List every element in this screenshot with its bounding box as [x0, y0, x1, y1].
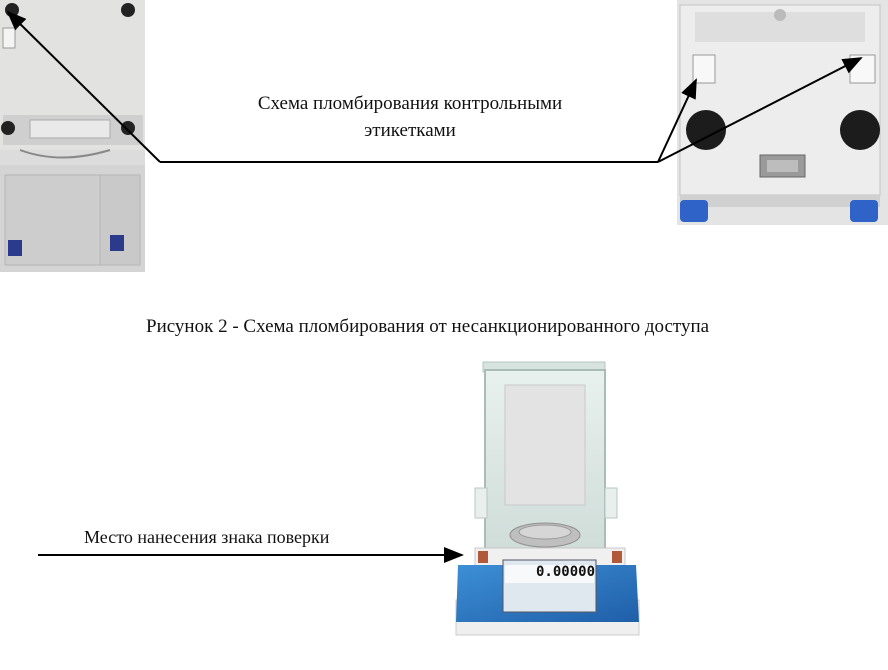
analytical-balance-photo	[455, 361, 640, 636]
seal-scheme-label: Схема пломбирования контрольными этикетк…	[160, 90, 660, 144]
verification-mark-label: Место нанесения знака поверки	[84, 527, 330, 547]
seal-arrows	[6, 10, 863, 163]
balance-rear-photo	[677, 0, 888, 225]
scale-display-value: 0.00000	[536, 564, 596, 580]
seal-label-line1: Схема пломбирования контрольными	[257, 93, 563, 114]
balance-bottom-photo	[0, 0, 145, 272]
seal-label-line2: этикетками	[364, 120, 456, 141]
figure-caption: Рисунок 2 - Схема пломбирования от несан…	[146, 316, 710, 337]
